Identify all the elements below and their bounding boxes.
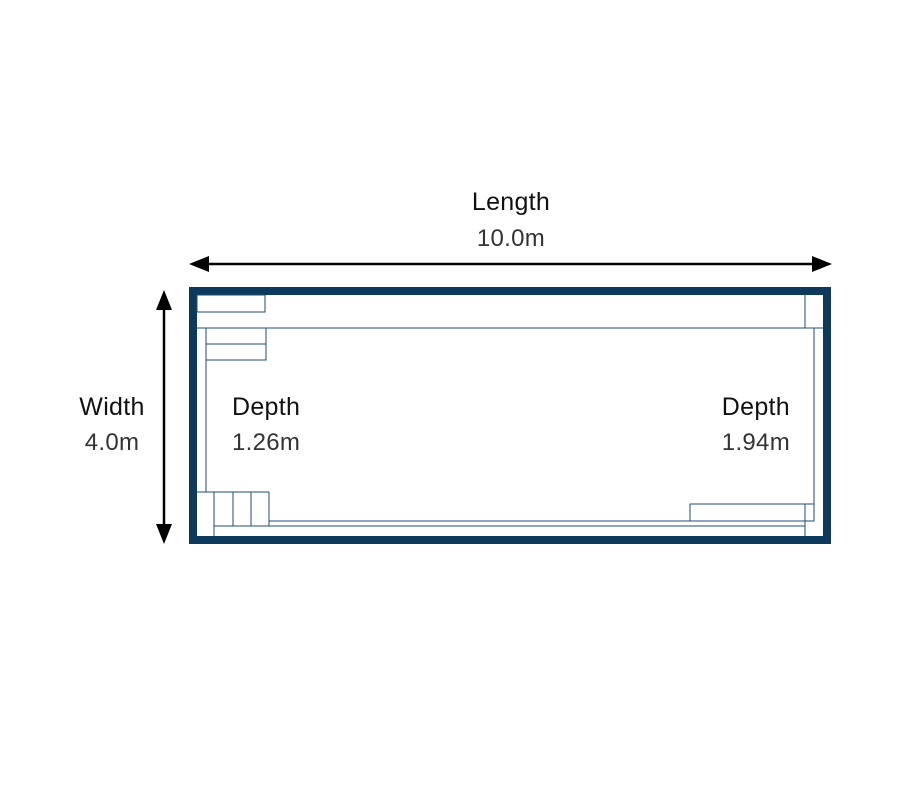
pool-interior bbox=[196, 294, 823, 536]
shallow-depth-heading: Depth bbox=[232, 393, 300, 421]
width-value: 4.0m bbox=[85, 429, 140, 456]
shallow-depth-value: 1.26m bbox=[232, 429, 300, 456]
width-arrow bbox=[156, 290, 172, 544]
deep-depth-value: 1.94m bbox=[722, 429, 790, 456]
length-arrow bbox=[189, 256, 832, 272]
pool-outline bbox=[189, 287, 831, 544]
deep-depth-heading: Depth bbox=[722, 393, 790, 421]
length-heading: Length bbox=[472, 188, 550, 216]
width-heading: Width bbox=[79, 393, 144, 421]
length-value: 10.0m bbox=[477, 225, 545, 252]
